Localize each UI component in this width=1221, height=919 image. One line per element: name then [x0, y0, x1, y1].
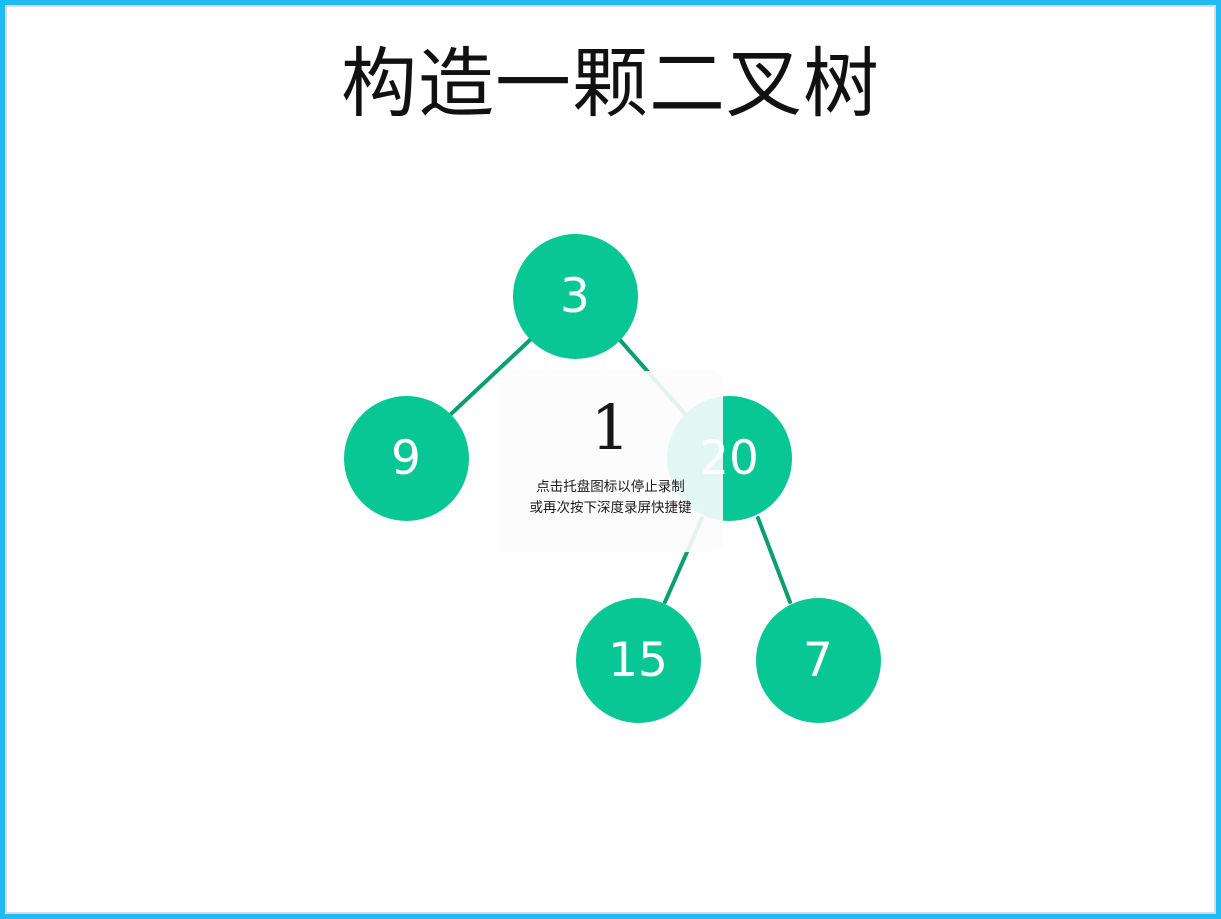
recording-overlay-panel: 1 点击托盘图标以停止录制 或再次按下深度录屏快捷键: [498, 371, 723, 552]
tree-node-label: 7: [803, 632, 833, 688]
tree-node-label: 3: [560, 268, 590, 324]
tree-node-3[interactable]: 3: [512, 233, 638, 359]
tree-node-9[interactable]: 9: [343, 395, 469, 521]
tree-node-label: 9: [391, 430, 421, 486]
recording-hint-line-1: 点击托盘图标以停止录制: [536, 479, 685, 495]
tree-edge-n3-n9: [449, 338, 532, 416]
tree-edge-n20-n7: [756, 516, 792, 604]
recording-countdown: 1: [590, 391, 631, 464]
recording-hint: 点击托盘图标以停止录制 或再次按下深度录屏快捷键: [530, 477, 692, 519]
tree-node-15[interactable]: 15: [575, 597, 701, 723]
page-title: 构造一颗二叉树: [341, 39, 880, 128]
tree-node-7[interactable]: 7: [755, 597, 881, 723]
recording-hint-line-2: 或再次按下深度录屏快捷键: [529, 500, 692, 516]
tree-node-label: 15: [608, 632, 668, 688]
